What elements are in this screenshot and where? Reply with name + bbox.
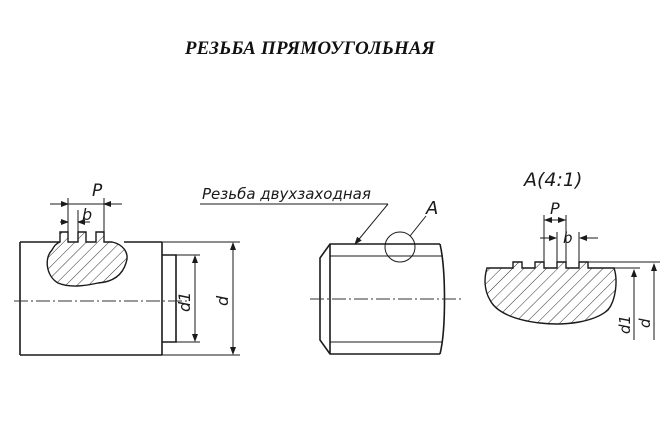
detail-circle xyxy=(384,231,416,263)
left-stub xyxy=(162,254,177,343)
detail-pitch-label: P xyxy=(550,199,560,218)
left-d-label: d xyxy=(213,295,232,306)
diagram-title: РЕЗЬБА ПРЯМОУГОЛЬНАЯ xyxy=(184,38,436,59)
left-view: P b d1 d xyxy=(14,181,240,356)
detail-d-label: d xyxy=(636,318,654,328)
detail-width-label: b xyxy=(563,229,573,247)
thread-callout-text: Резьба двухзаходная xyxy=(202,185,371,203)
detail-view: A(4:1) P b d1 d xyxy=(484,169,660,340)
detail-d1-label: d1 xyxy=(616,315,634,334)
detail-leader xyxy=(409,215,427,237)
left-section-hatch xyxy=(46,231,128,287)
middle-view: A Резьба двухзаходная xyxy=(200,185,462,355)
detail-section-hatch xyxy=(484,261,617,325)
callout-leader xyxy=(354,203,389,245)
detail-marker-label: A xyxy=(425,198,438,219)
pitch-label: P xyxy=(92,181,103,201)
middle-break-line xyxy=(439,243,446,355)
width-label: b xyxy=(82,205,92,224)
left-d1-label: d1 xyxy=(175,292,194,312)
detail-title: A(4:1) xyxy=(522,169,582,191)
